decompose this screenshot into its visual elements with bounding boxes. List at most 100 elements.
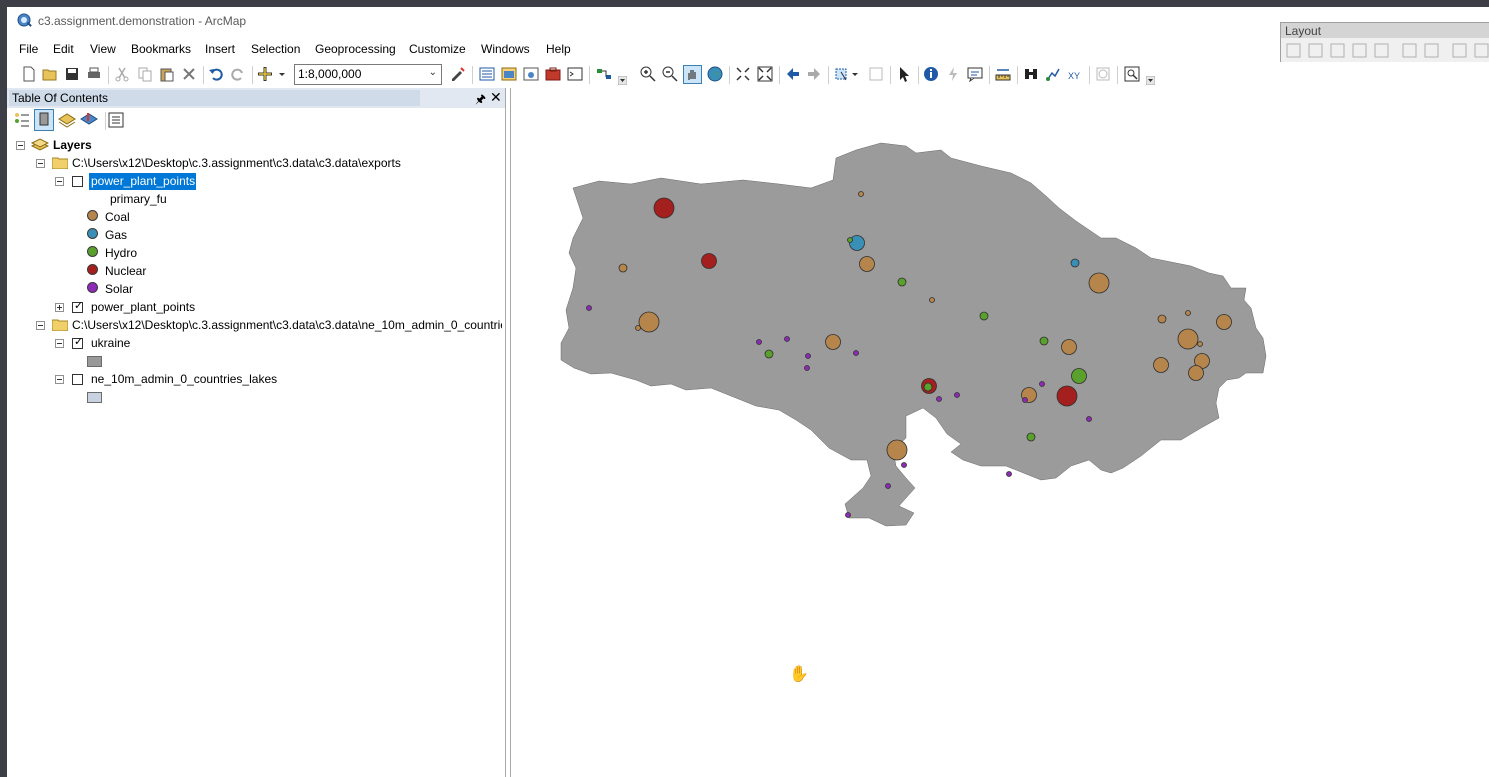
html-popup-icon[interactable] bbox=[967, 66, 983, 82]
power-plant-point-solar[interactable] bbox=[784, 336, 790, 342]
measure-ruler-icon[interactable] bbox=[995, 66, 1011, 82]
power-plant-point-hydro[interactable] bbox=[847, 237, 853, 243]
zoom-in-icon[interactable] bbox=[640, 66, 656, 82]
power-plant-point-coal[interactable] bbox=[929, 297, 935, 303]
group2-collapse-toggle[interactable] bbox=[36, 321, 45, 330]
power-plant-point-hydro[interactable] bbox=[897, 277, 907, 287]
chevron-down-icon[interactable]: ⌄ bbox=[428, 67, 437, 78]
close-icon[interactable]: ✕ bbox=[490, 89, 502, 105]
gas-legend-symbol[interactable] bbox=[87, 228, 98, 239]
power-plant-point-coal[interactable] bbox=[886, 439, 908, 461]
pan-hand-icon[interactable] bbox=[683, 65, 702, 84]
group2-path-label[interactable]: C:\Users\x12\Desktop\c.3.assignment\c3.d… bbox=[72, 318, 502, 332]
layout-toolbar-titlebar[interactable]: Layout bbox=[1281, 23, 1489, 38]
power-plant-point-solar[interactable] bbox=[1006, 471, 1012, 477]
group1-collapse-toggle[interactable] bbox=[36, 159, 45, 168]
layer-label-lakes[interactable]: ne_10m_admin_0_countries_lakes bbox=[91, 372, 278, 386]
undo-icon[interactable] bbox=[208, 66, 224, 82]
menu-selection[interactable]: Selection bbox=[251, 42, 301, 56]
power-plant-point-coal[interactable] bbox=[1157, 314, 1167, 324]
menu-customize[interactable]: Customize bbox=[409, 42, 466, 56]
power-plant-point-gas[interactable] bbox=[1070, 258, 1080, 268]
power-plant-point-hydro[interactable] bbox=[764, 349, 774, 359]
power-plant-point-hydro[interactable] bbox=[979, 311, 989, 321]
python-window-icon[interactable] bbox=[567, 66, 583, 82]
new-document-icon[interactable] bbox=[21, 66, 37, 82]
copy-icon[interactable] bbox=[137, 66, 153, 82]
menu-geoprocessing[interactable]: Geoprocessing bbox=[315, 42, 396, 56]
editor-toolbar-icon[interactable] bbox=[450, 66, 466, 82]
layer-visibility-checkbox[interactable] bbox=[72, 176, 83, 187]
layout-toolbar-icons[interactable] bbox=[1285, 42, 1489, 60]
menu-file[interactable]: File bbox=[19, 42, 39, 56]
power-plant-point-hydro[interactable] bbox=[923, 382, 933, 392]
layer-collapse-toggle[interactable] bbox=[55, 375, 64, 384]
find-binoculars-icon[interactable] bbox=[1023, 66, 1039, 82]
layer-label-ukraine[interactable]: ukraine bbox=[91, 336, 131, 350]
ukraine-country-polygon[interactable] bbox=[560, 142, 1267, 527]
clear-selection-icon[interactable] bbox=[868, 66, 884, 82]
menu-bookmarks[interactable]: Bookmarks bbox=[131, 42, 192, 56]
power-plant-point-coal[interactable] bbox=[1088, 272, 1110, 294]
go-back-arrow-icon[interactable] bbox=[785, 66, 801, 82]
map-display[interactable]: ✋ bbox=[510, 88, 1489, 777]
menu-windows[interactable]: Windows bbox=[481, 42, 530, 56]
time-slider-icon[interactable] bbox=[1095, 66, 1111, 82]
print-icon[interactable] bbox=[86, 66, 102, 82]
map-scale-dropdown[interactable]: 1:8,000,000 ⌄ bbox=[294, 64, 442, 85]
power-plant-point-solar[interactable] bbox=[936, 396, 942, 402]
catalog-icon[interactable] bbox=[501, 66, 517, 82]
solar-legend-symbol[interactable] bbox=[87, 282, 98, 293]
menu-insert[interactable]: Insert bbox=[205, 42, 236, 56]
power-plant-point-solar[interactable] bbox=[885, 483, 891, 489]
identify-info-icon[interactable] bbox=[923, 66, 939, 82]
toc-options-icon[interactable] bbox=[107, 111, 125, 129]
coal-legend-symbol[interactable] bbox=[87, 210, 98, 221]
modelbuilder-icon[interactable] bbox=[596, 66, 612, 82]
delete-icon[interactable] bbox=[181, 66, 197, 82]
layer-collapse-toggle[interactable] bbox=[55, 339, 64, 348]
go-forward-arrow-icon[interactable] bbox=[806, 66, 822, 82]
redo-icon[interactable] bbox=[230, 66, 246, 82]
group1-path-label[interactable]: C:\Users\x12\Desktop\c.3.assignment\c3.d… bbox=[72, 156, 401, 170]
list-by-drawing-order-icon[interactable] bbox=[13, 111, 31, 129]
add-data-icon[interactable] bbox=[258, 66, 286, 82]
nuclear-legend-symbol[interactable] bbox=[87, 264, 98, 275]
power-plant-point-solar[interactable] bbox=[1039, 381, 1045, 387]
table-of-contents-icon[interactable] bbox=[479, 66, 495, 82]
full-extent-globe-icon[interactable] bbox=[707, 66, 723, 82]
power-plant-point-solar[interactable] bbox=[853, 350, 859, 356]
power-plant-point-hydro[interactable] bbox=[1071, 368, 1087, 384]
search-window-icon[interactable] bbox=[523, 66, 539, 82]
map-canvas[interactable] bbox=[511, 88, 1489, 777]
power-plant-point-coal[interactable] bbox=[1185, 310, 1191, 316]
power-plant-point-coal[interactable] bbox=[1216, 314, 1232, 330]
go-to-xy-icon[interactable]: XY bbox=[1067, 66, 1083, 82]
lakes-fill-symbol[interactable] bbox=[87, 392, 102, 403]
power-plant-point-hydro[interactable] bbox=[1026, 432, 1036, 442]
power-plant-point-coal[interactable] bbox=[1177, 328, 1199, 350]
save-icon[interactable] bbox=[64, 66, 80, 82]
power-plant-point-coal[interactable] bbox=[858, 191, 864, 197]
layers-collapse-toggle[interactable] bbox=[16, 141, 25, 150]
list-by-selection-icon[interactable] bbox=[80, 111, 98, 129]
find-route-icon[interactable] bbox=[1045, 66, 1061, 82]
power-plant-point-solar[interactable] bbox=[756, 339, 762, 345]
power-plant-point-coal[interactable] bbox=[1153, 357, 1169, 373]
menu-view[interactable]: View bbox=[90, 42, 116, 56]
power-plant-point-coal[interactable] bbox=[635, 325, 641, 331]
power-plant-point-coal[interactable] bbox=[1188, 365, 1204, 381]
layer-visibility-checkbox[interactable]: ✓ bbox=[72, 336, 84, 349]
arctoolbox-icon[interactable] bbox=[545, 66, 561, 82]
power-plant-point-coal[interactable] bbox=[638, 311, 660, 333]
power-plant-point-nuclear[interactable] bbox=[1056, 385, 1078, 407]
power-plant-point-coal[interactable] bbox=[859, 256, 875, 272]
list-by-visibility-icon[interactable] bbox=[58, 111, 76, 129]
power-plant-point-solar[interactable] bbox=[804, 365, 810, 371]
select-elements-arrow-icon[interactable] bbox=[896, 66, 912, 82]
pin-icon[interactable]: 🖈 bbox=[475, 92, 487, 106]
layer-visibility-checkbox[interactable] bbox=[72, 374, 83, 385]
power-plant-point-solar[interactable] bbox=[805, 353, 811, 359]
power-plant-point-solar[interactable] bbox=[954, 392, 960, 398]
power-plant-point-hydro[interactable] bbox=[1039, 336, 1049, 346]
